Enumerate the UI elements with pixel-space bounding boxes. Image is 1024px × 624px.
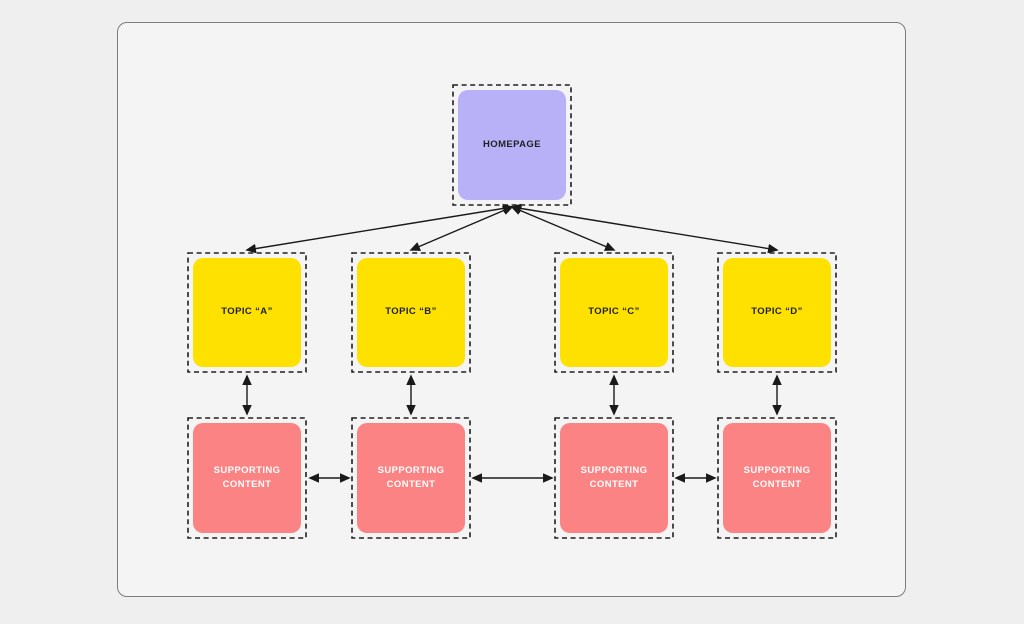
supporting-content-4-box: SUPPORTING CONTENT [723, 423, 831, 533]
topic-c-label: TOPIC “C” [588, 306, 640, 318]
node-supporting-content-4[interactable]: SUPPORTING CONTENT [717, 417, 837, 539]
topic-a-box: TOPIC “A” [193, 258, 301, 367]
node-topic-d[interactable]: TOPIC “D” [717, 252, 837, 373]
homepage-box: HOMEPAGE [458, 90, 566, 200]
supporting-content-3-label: SUPPORTING CONTENT [580, 464, 648, 490]
node-supporting-content-3[interactable]: SUPPORTING CONTENT [554, 417, 674, 539]
homepage-label: HOMEPAGE [483, 138, 541, 150]
supporting-content-2-label: SUPPORTING CONTENT [377, 464, 445, 490]
topic-a-label: TOPIC “A” [221, 306, 273, 318]
dashed-selection-outline [351, 417, 471, 539]
node-homepage[interactable]: HOMEPAGE [452, 84, 572, 206]
node-topic-c[interactable]: TOPIC “C” [554, 252, 674, 373]
supporting-content-2-box: SUPPORTING CONTENT [357, 423, 465, 533]
node-topic-a[interactable]: TOPIC “A” [187, 252, 307, 373]
dashed-selection-outline [187, 417, 307, 539]
topic-b-box: TOPIC “B” [357, 258, 465, 367]
supporting-content-3-box: SUPPORTING CONTENT [560, 423, 668, 533]
dashed-selection-outline [351, 252, 471, 373]
node-supporting-content-1[interactable]: SUPPORTING CONTENT [187, 417, 307, 539]
topic-d-label: TOPIC “D” [751, 306, 803, 318]
topic-b-label: TOPIC “B” [385, 306, 437, 318]
dashed-selection-outline [717, 417, 837, 539]
supporting-content-1-box: SUPPORTING CONTENT [193, 423, 301, 533]
topic-d-box: TOPIC “D” [723, 258, 831, 367]
dashed-selection-outline [554, 417, 674, 539]
dashed-selection-outline [452, 84, 572, 206]
dashed-selection-outline [554, 252, 674, 373]
supporting-content-1-label: SUPPORTING CONTENT [213, 464, 281, 490]
dashed-selection-outline [187, 252, 307, 373]
node-supporting-content-2[interactable]: SUPPORTING CONTENT [351, 417, 471, 539]
node-topic-b[interactable]: TOPIC “B” [351, 252, 471, 373]
supporting-content-4-label: SUPPORTING CONTENT [743, 464, 811, 490]
topic-c-box: TOPIC “C” [560, 258, 668, 367]
dashed-selection-outline [717, 252, 837, 373]
